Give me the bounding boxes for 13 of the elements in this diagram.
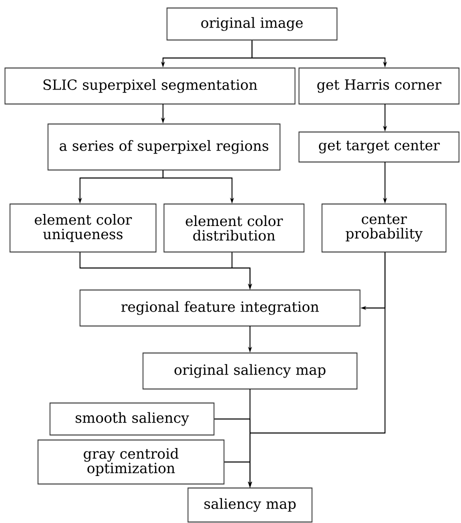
process-box: original saliency map <box>142 352 358 390</box>
process-box: smooth saliency <box>50 402 214 436</box>
process-box: gray centroid optimization <box>38 440 224 484</box>
process-box: get Harris corner <box>298 68 460 104</box>
process-box: element color uniqueness <box>10 204 156 252</box>
process-box: regional feature integration <box>80 290 360 326</box>
process-box: a series of superpixel regions <box>48 124 280 170</box>
process-box: SLIC superpixel segmentation <box>4 68 296 104</box>
process-box: element color distribution <box>164 204 304 252</box>
process-box: original image <box>166 8 338 40</box>
process-box: center probability <box>322 204 446 252</box>
process-box: get target center <box>298 132 460 162</box>
process-box: saliency map <box>188 488 312 522</box>
